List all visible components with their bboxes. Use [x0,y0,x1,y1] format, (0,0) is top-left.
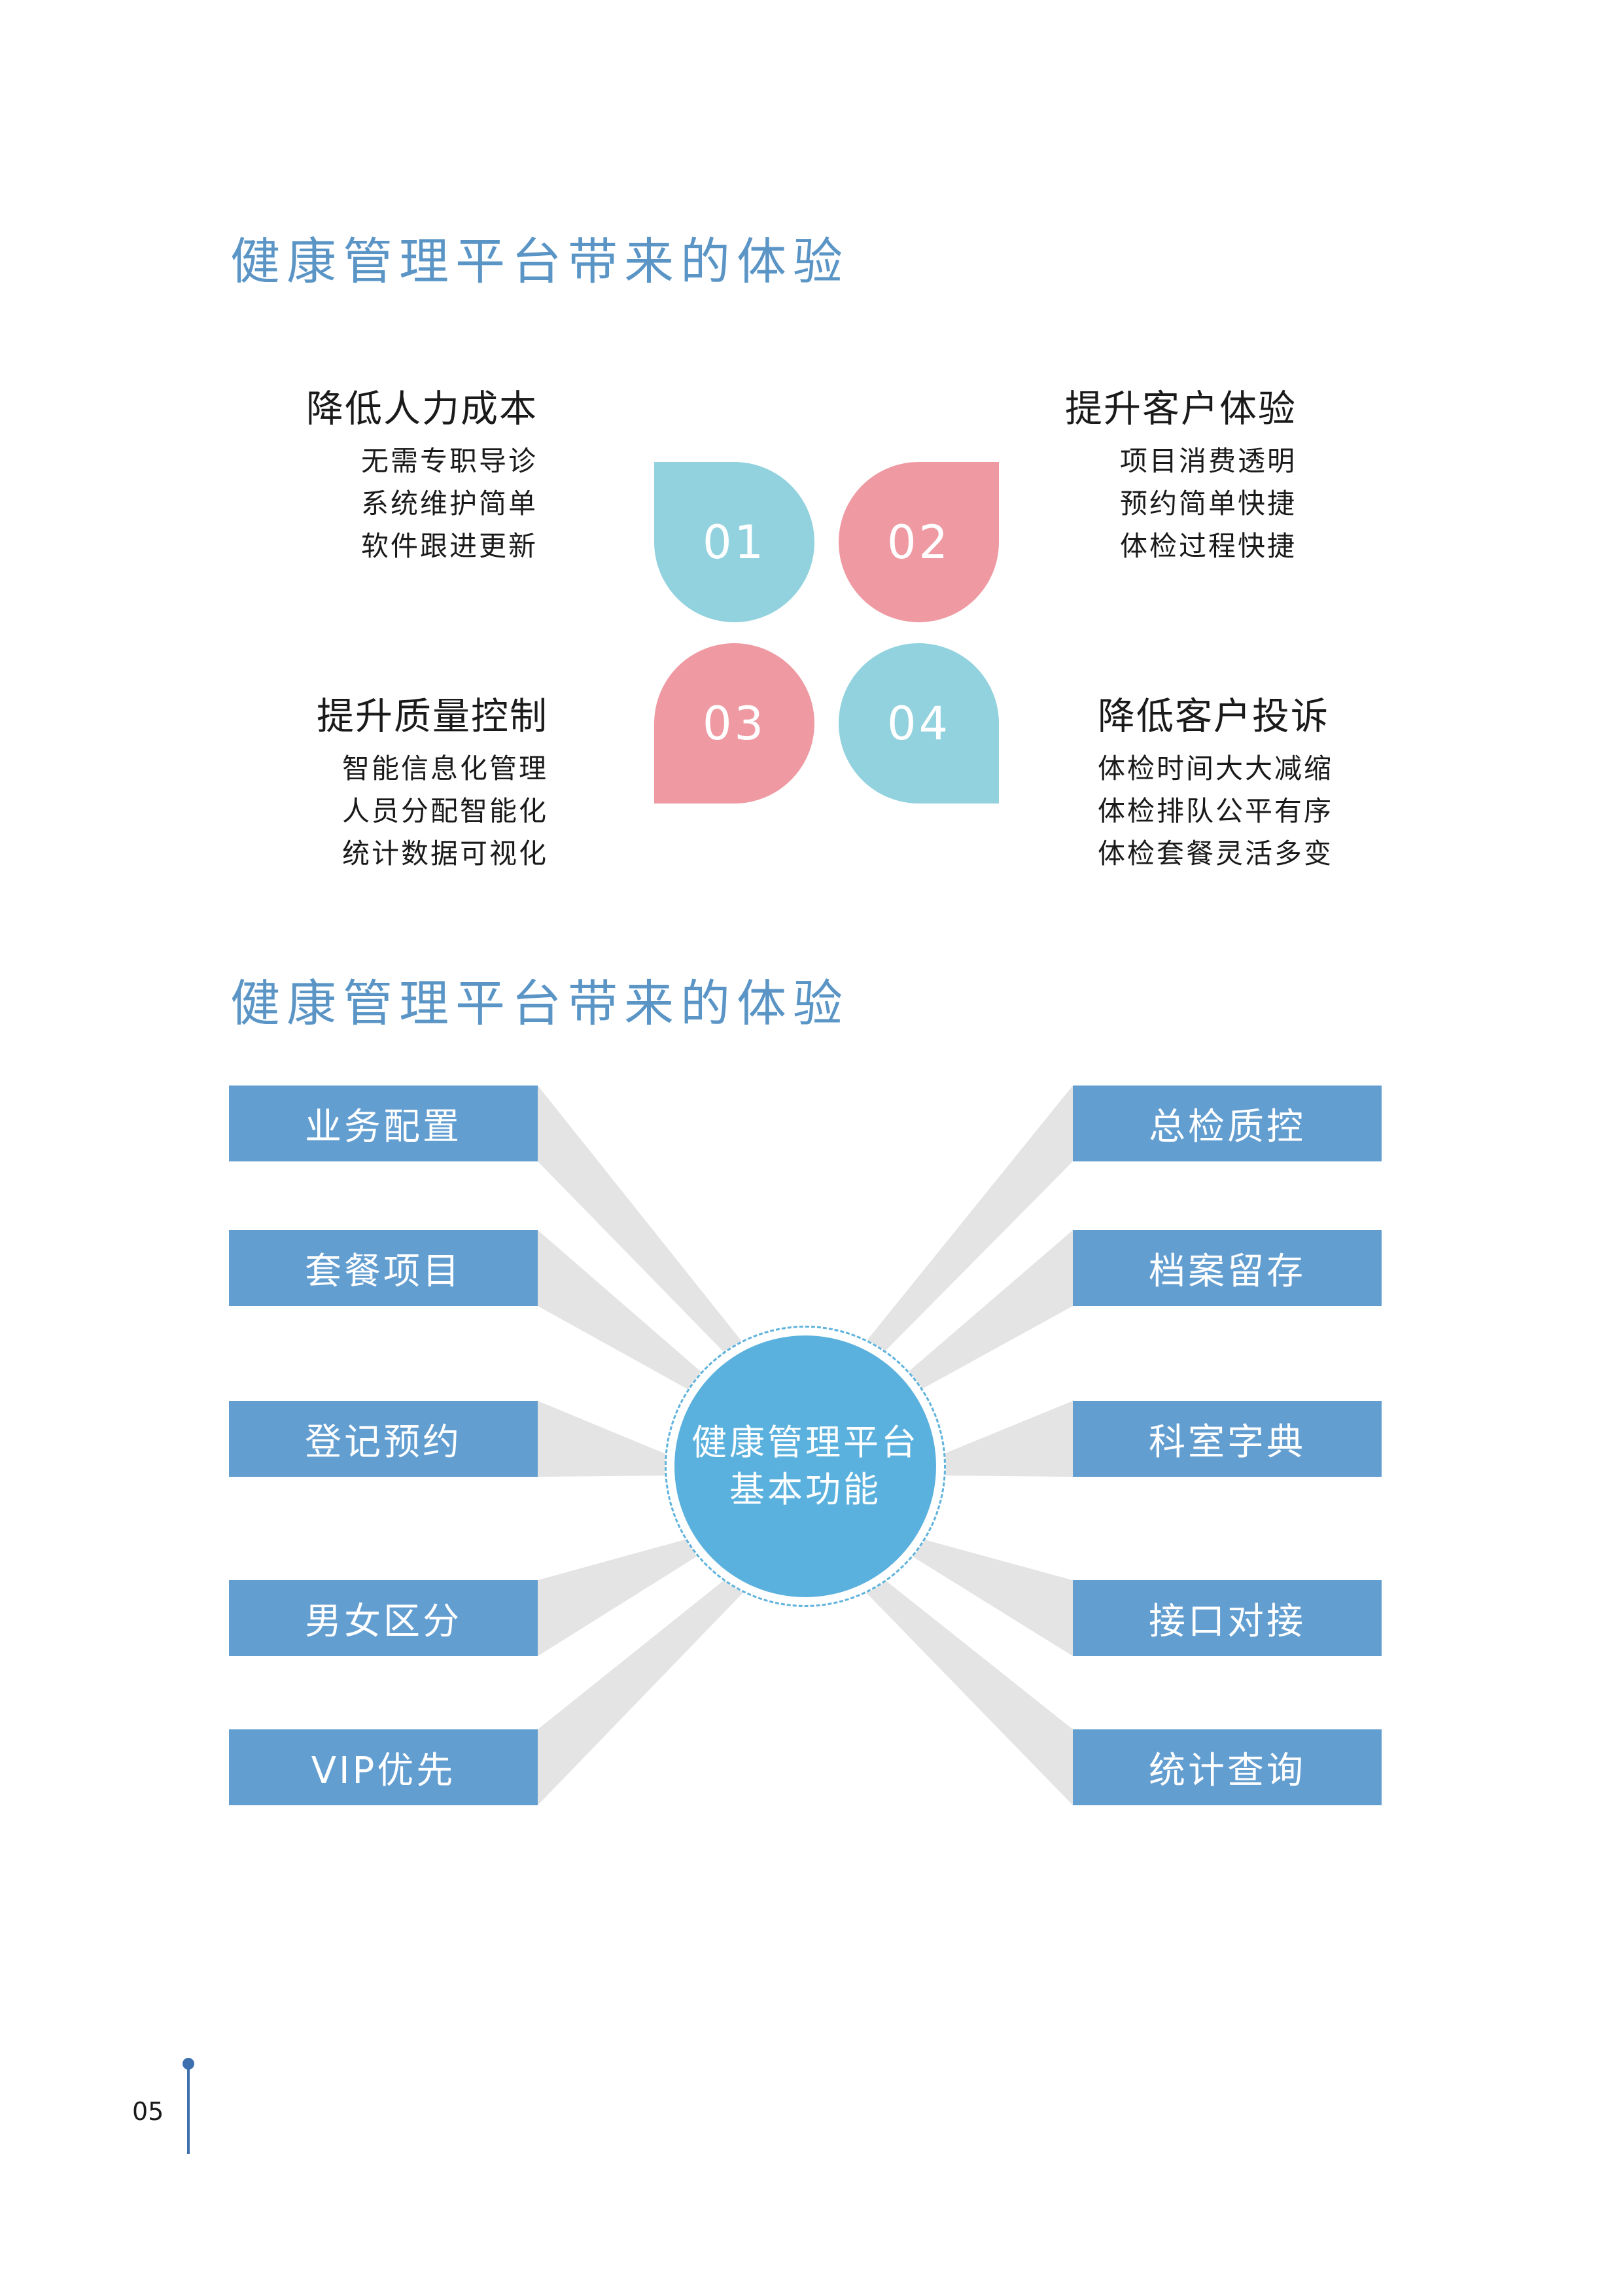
footer-divider [187,2062,190,2154]
function-package-items: 套餐项目 [229,1230,538,1306]
ray-left-4 [538,1538,704,1656]
function-registration-booking: 登记预约 [229,1401,538,1477]
feature-item: 无需专职导诊 [360,445,538,477]
function-archive-retention: 档案留存 [1073,1230,1382,1306]
feature-list: 无需专职导诊 系统维护简单 软件跟进更新 [306,440,538,567]
feature-item: 智能信息化管理 [341,752,548,785]
ray-left-5 [538,1580,743,1805]
feature-title: 提升质量控制 [317,695,548,738]
feature-list: 项目消费透明 预约简单快捷 体检过程快捷 [1065,440,1297,567]
feature-item: 预约简单快捷 [1119,487,1297,520]
feature-title: 提升客户体验 [1065,387,1297,431]
function-gender-distinction: 男女区分 [229,1580,538,1656]
ray-left-1 [538,1086,742,1353]
function-interface-integration: 接口对接 [1073,1580,1382,1656]
ray-right-4 [905,1538,1073,1656]
function-business-config: 业务配置 [229,1086,538,1161]
page-number: 05 [132,2097,164,2126]
center-circle: 健康管理平台 基本功能 [674,1335,936,1597]
feature-list: 体检时间大大减缩 体检排队公平有序 体检套餐灵活多变 [1098,747,1333,875]
petal-number: 01 [702,515,767,569]
ray-right-1 [866,1086,1073,1353]
feature-item: 人员分配智能化 [341,795,548,827]
feature-item: 体检套餐灵活多变 [1098,838,1334,870]
feature-reduce-labor-cost: 降低人力成本 无需专职导诊 系统维护简单 软件跟进更新 [306,387,538,567]
feature-title: 降低客户投诉 [1098,695,1329,738]
ray-left-2 [538,1230,705,1392]
petal-01: 01 [654,462,814,622]
function-department-dictionary: 科室字典 [1073,1401,1382,1477]
feature-title: 降低人力成本 [306,387,538,431]
feature-list: 智能信息化管理 人员分配智能化 统计数据可视化 [317,747,548,875]
feature-item: 体检过程快捷 [1119,530,1297,562]
feature-improve-quality-control: 提升质量控制 智能信息化管理 人员分配智能化 统计数据可视化 [317,695,548,875]
feature-item: 系统维护简单 [360,487,538,520]
feature-improve-customer-experience: 提升客户体验 项目消费透明 预约简单快捷 体检过程快捷 [1065,387,1297,567]
center-title-line2: 基本功能 [729,1469,881,1510]
petal-03: 03 [654,643,814,804]
petal-number: 02 [886,515,951,569]
ray-left-3 [538,1401,671,1477]
feature-item: 体检排队公平有序 [1098,795,1334,827]
ray-right-5 [866,1580,1073,1805]
section-1-title: 健康管理平台带来的体验 [230,232,849,291]
ray-right-2 [904,1230,1073,1392]
function-statistics-query: 统计查询 [1073,1729,1382,1805]
feature-reduce-customer-complaints: 降低客户投诉 体检时间大大减缩 体检排队公平有序 体检套餐灵活多变 [1098,695,1333,875]
function-final-check-qc: 总检质控 [1073,1086,1382,1161]
petal-04: 04 [839,643,999,804]
petal-02: 02 [839,462,999,622]
ray-right-3 [939,1401,1073,1477]
petal-number: 03 [702,696,767,751]
section-2-title: 健康管理平台带来的体验 [230,974,849,1033]
feature-item: 体检时间大大减缩 [1098,752,1334,785]
petal-number: 04 [886,696,951,751]
center-title-line1: 健康管理平台 [691,1422,919,1463]
feature-item: 统计数据可视化 [341,838,548,870]
feature-item: 项目消费透明 [1119,445,1297,477]
function-vip-priority: VIP优先 [229,1729,538,1805]
feature-item: 软件跟进更新 [360,530,538,562]
